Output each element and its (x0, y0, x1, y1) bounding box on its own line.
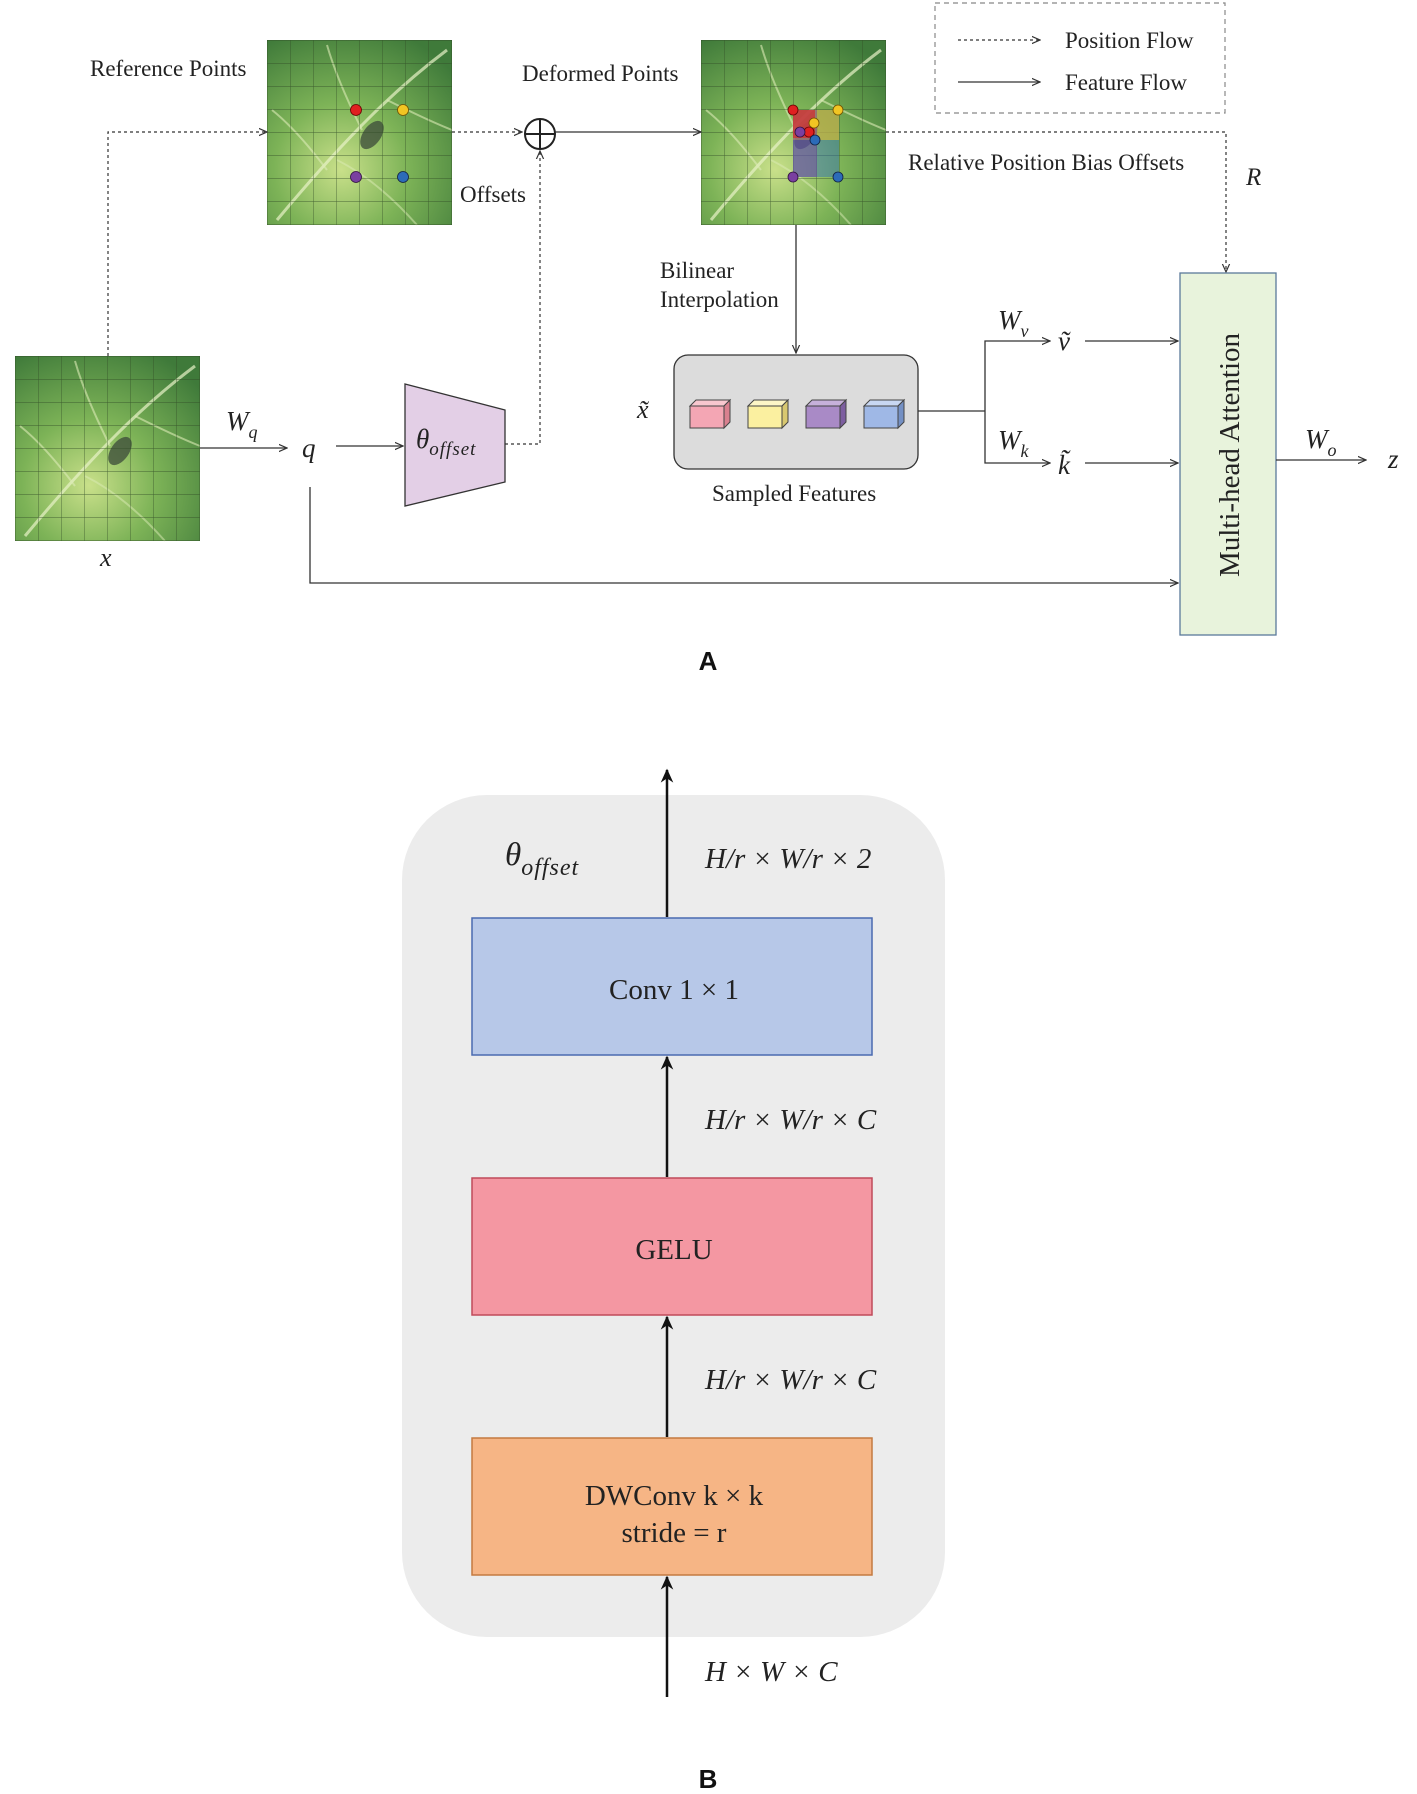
theta-offset-label: θoffset (416, 424, 476, 460)
feature-cube-blue (862, 398, 906, 430)
flow-theta-to-plus (505, 151, 540, 445)
deformed-points-label: Deformed Points (522, 61, 679, 86)
x-tilde-label: x̃ (636, 395, 650, 424)
feature-cube-pink (688, 398, 732, 430)
flow-split-to-v (984, 341, 1050, 411)
z-label: z (1387, 444, 1399, 474)
flow-q-to-attention (309, 487, 1178, 583)
panel-a-label: A (699, 646, 718, 676)
panel-b-theta-label: θoffset (505, 837, 580, 881)
theta-offset-network (404, 383, 506, 507)
dim-mid2-label: H/r × W/r × C (704, 1364, 877, 1396)
flow-split-to-k (984, 411, 1050, 463)
wo-label: Wo (1305, 424, 1337, 460)
reference-points-label: Reference Points (90, 56, 247, 81)
dwconv-label-2: stride = r (622, 1517, 727, 1549)
legend-box (934, 2, 1226, 114)
bilinear-label-2: Interpolation (660, 287, 779, 312)
sampled-features-box (673, 354, 919, 470)
conv-1x1-label: Conv 1 × 1 (609, 974, 739, 1006)
feature-cube-purple (804, 398, 848, 430)
wk-label: Wk (998, 425, 1030, 461)
legend-feature-flow: Feature Flow (1065, 70, 1187, 95)
gelu-box (471, 1177, 873, 1316)
q-label: q (302, 433, 316, 463)
flow-x-to-reference (107, 132, 267, 356)
dwconv-label-1: DWConv k × k (585, 1480, 764, 1512)
panel-b-label: B (699, 1764, 718, 1794)
dim-bottom-label: H × W × C (704, 1656, 838, 1688)
flow-deformed-to-attention (886, 131, 1226, 272)
dim-mid1-label: H/r × W/r × C (704, 1104, 877, 1136)
legend-position-flow: Position Flow (1065, 28, 1194, 53)
deformed-points-image (699, 38, 888, 227)
offsets-label: Offsets (460, 182, 526, 207)
k-tilde-label: k̃ (1058, 450, 1071, 480)
sampled-features-label: Sampled Features (712, 481, 876, 506)
r-label: R (1245, 164, 1261, 191)
feature-cube-yellow (746, 398, 790, 430)
conv-1x1-box (471, 917, 873, 1056)
v-tilde-label: ṽ (1058, 326, 1071, 356)
multi-head-attention-label: Multi-head Attention (1214, 332, 1246, 577)
wq-label: Wq (226, 406, 258, 442)
dwconv-box (471, 1437, 873, 1576)
bilinear-label-1: Bilinear (660, 258, 734, 283)
relative-position-bias-label: Relative Position Bias Offsets (908, 150, 1184, 175)
reference-points-image (265, 38, 454, 227)
x-label: x (99, 543, 112, 572)
wv-label: Wv (998, 305, 1029, 341)
multi-head-attention-box (1179, 272, 1277, 636)
input-x-image (13, 354, 202, 543)
dim-top-label: H/r × W/r × 2 (704, 843, 871, 875)
add-operator-icon (524, 118, 556, 150)
gelu-label: GELU (635, 1234, 712, 1266)
